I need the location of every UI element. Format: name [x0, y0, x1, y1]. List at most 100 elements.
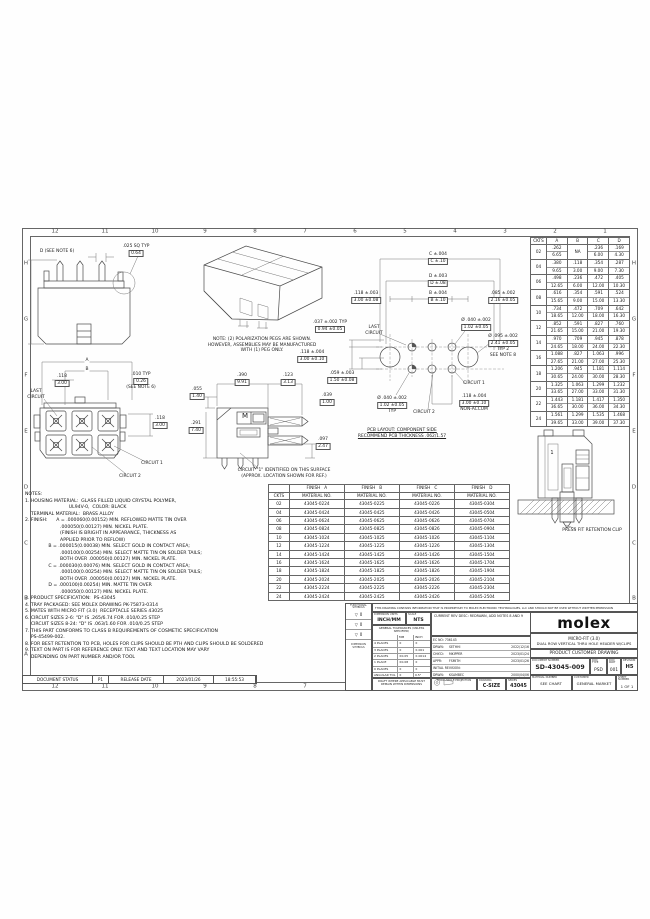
side-view	[203, 383, 315, 470]
finish-material-cell: 43045-0224	[288, 499, 345, 509]
sheet-number-label: SHEET NUMBER	[618, 675, 630, 682]
finish-material-cell: 43045-1104	[453, 532, 511, 543]
status-bar-cell: P1	[93, 676, 109, 683]
functional-symbol-value: 0	[359, 632, 363, 638]
finish-material-cell: 43045-1226	[398, 541, 455, 551]
dim-value-inch: .354	[567, 290, 588, 299]
zone-column-label: 12	[51, 683, 59, 690]
note-line: 6. CIRCUIT SIZES 2-6: "D" IS .265/6.74 F…	[25, 615, 160, 621]
dim-value-inch: 1.299	[567, 412, 588, 420]
revision-name: KSAMBEC	[449, 673, 465, 677]
dim-value-inch: 1.561	[546, 412, 567, 420]
dim-value-mm: 18.00	[592, 313, 605, 319]
note-line: 4. TRAY PACKAGED: SEE MOLEX DRAWING PK-7…	[25, 602, 158, 608]
dim-value-inch: .118	[567, 260, 588, 268]
callout-line: 3.00 ±0.08	[351, 296, 381, 305]
dim-ckts-cell: 12	[530, 319, 547, 337]
callout-line: .010 TYP	[131, 372, 151, 377]
note-line: .000100(0.00254) MIN. SELECT MATTE TIN O…	[25, 550, 202, 556]
callout-line: .118 ±.003	[353, 291, 379, 296]
note-line: NOTES:	[25, 492, 43, 497]
tolerance-row: ANGULAR TOL±0.5°	[373, 673, 430, 677]
callout-line: M	[241, 412, 249, 420]
dim-value-inch: 1.443	[546, 397, 567, 405]
callout-line: NON-ACCUM	[460, 407, 488, 413]
ec-no: EC NO: 736143	[433, 638, 457, 642]
revision-label: REVISION	[623, 658, 636, 662]
callout-line: PCB LAYOUT: COMPONENT SIDE	[367, 428, 437, 433]
finish-material-cell: 43045-1224	[288, 541, 345, 551]
dim-d-see-note-6: D (SEE NOTE 6)	[40, 249, 74, 255]
callout-line: CIRCUIT	[365, 330, 383, 336]
dim-value-inch: .760	[609, 321, 629, 329]
dim-value-inch: .709	[588, 306, 609, 314]
dim-ckts-cell: 10	[530, 304, 547, 321]
dim-ckts-cell: 24	[530, 410, 547, 428]
dim-value-mm: 33.00	[571, 419, 584, 425]
callout-line: Ø .040 ±.002	[377, 396, 407, 401]
dim-value-mm: 33.65	[550, 389, 563, 395]
dim-value-mm: 21.65	[550, 328, 563, 334]
finish-material-cell: 43045-0825	[343, 524, 400, 534]
material-number-value: SEE CHART	[540, 681, 562, 687]
dim-value-mm: 22.30	[613, 343, 626, 349]
label-circuit-2-face: CIRCUIT 2	[119, 474, 141, 480]
finish-material-cell: 43045-0704	[453, 515, 511, 526]
finish-material-cell: 43045-0904	[453, 524, 511, 534]
dim-value-mm: 16.30	[613, 313, 626, 319]
dim-ckts-cell: 04	[530, 259, 547, 276]
tolerance-row: 1 PLACE±0.08±	[373, 660, 430, 667]
dimension-units-value: INCH/MM	[377, 617, 401, 623]
dim-value-mm: 24.00	[592, 343, 605, 349]
doc-type-value: PSD	[594, 667, 603, 673]
finish-material-header: MATERIAL NO.	[453, 491, 511, 501]
finish-material-cell: 43045-2104	[453, 574, 511, 585]
note-line: 9. TEXT ON PART IS FOR REFERENCE ONLY. T…	[25, 648, 210, 653]
callout-line: 3.13	[280, 378, 296, 387]
product-line2: DUAL ROW VERTICAL THRU HOLE HEADER W/CLI…	[536, 642, 632, 646]
callout-line: TYP 2	[496, 347, 510, 353]
dim-value-inch: .287	[609, 260, 629, 268]
dim-value-mm: 28.30	[613, 373, 626, 379]
isometric-view	[203, 245, 323, 329]
status-bar-cell: RELEASE DATE	[109, 676, 164, 683]
zone-row-label: C	[24, 539, 28, 546]
doc-title-cell: PRODUCT CUSTOMER DRAWING	[530, 649, 638, 658]
note-line: 7. THIS PART CONFORMS TO CLASS B REQUIRE…	[25, 628, 218, 634]
dim-value-inch: 1.417	[588, 397, 609, 405]
callout-line: 0.94 ±0.05	[315, 325, 345, 334]
product-title-cell: MICRO-FIT (3.0) DUAL ROW VERTICAL THRU H…	[530, 633, 638, 649]
finish-material-cell: 43045-2026	[398, 574, 455, 585]
finish-material-cell: 43045-1624	[288, 558, 345, 568]
dim-table-header: B	[566, 237, 589, 245]
callout-line: 0.64	[128, 249, 144, 258]
dim-value-mm: 19.30	[613, 328, 626, 334]
material-number-label: MATERIAL NUMBER	[532, 675, 557, 679]
revision-role: CHK'D:	[433, 652, 444, 656]
dim-value-mm: 12.00	[592, 282, 605, 288]
finish-material-cell: 43045-2225	[343, 583, 400, 593]
callout-line: SEE NOTE 8	[489, 353, 517, 359]
finish-material-cell: 43045-0625	[343, 515, 400, 526]
finish-material-cell: 43045-1425	[343, 549, 400, 560]
